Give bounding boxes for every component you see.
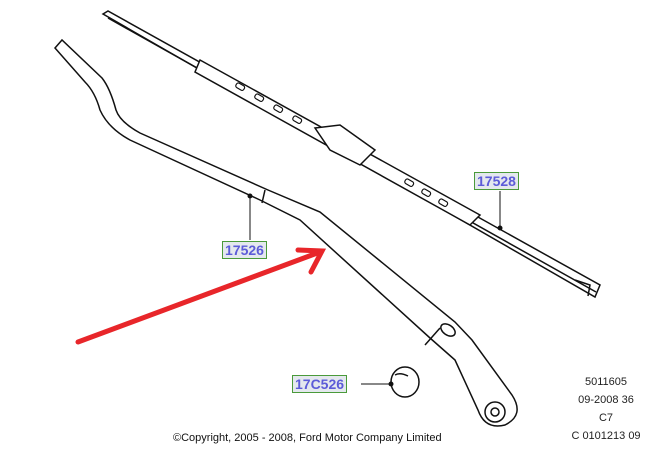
leader-lines: [247, 191, 503, 387]
reference-line: C 0101213 09: [571, 430, 641, 442]
callout-17528[interactable]: 17528: [474, 172, 519, 190]
reference-line: 09-2008 36: [578, 394, 634, 406]
callout-17c526[interactable]: 17C526: [292, 375, 348, 393]
arm-cap: [390, 366, 420, 398]
copyright-text: ©Copyright, 2005 - 2008, Ford Motor Comp…: [173, 432, 442, 444]
red-arrow: [75, 247, 327, 345]
reference-line: C7: [598, 412, 614, 424]
callout-17526[interactable]: 17526: [222, 241, 267, 259]
wiper-arm: [54, 38, 518, 427]
wiper-blade: [101, 10, 601, 299]
reference-line: 5011605: [584, 376, 627, 388]
reference-block: 5011605 09-2008 36 C7 C 0101213 09: [560, 373, 652, 445]
